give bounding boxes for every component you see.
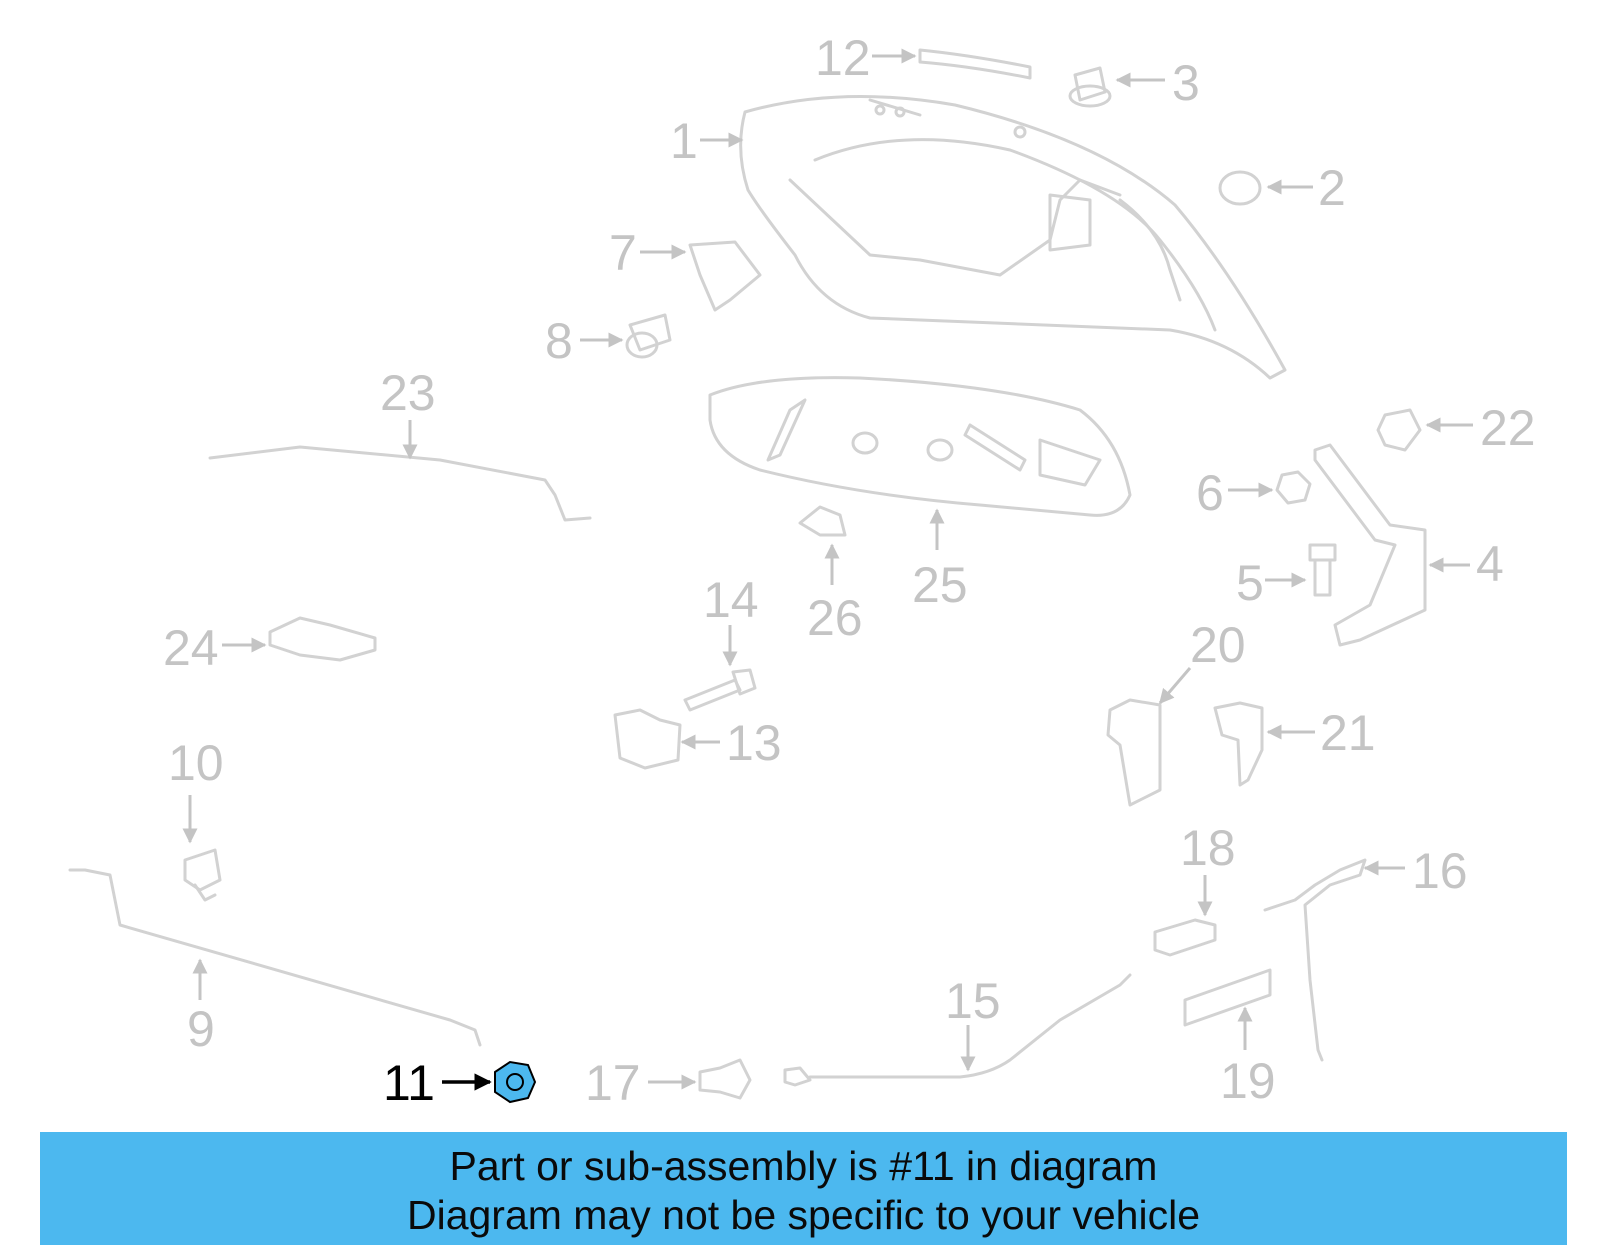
part-nut-6	[1275, 470, 1312, 505]
callout-4: 4	[1428, 536, 1504, 592]
callout-24: 24	[163, 620, 267, 676]
banner-part-line: Part or sub-assembly is #11 in diagram	[449, 1143, 1158, 1189]
svg-text:12: 12	[815, 30, 871, 86]
part-bolt-5	[1308, 543, 1337, 597]
callout-3: 3	[1115, 55, 1200, 111]
callout-8: 8	[545, 313, 624, 369]
part-pad-18	[1153, 918, 1217, 957]
part-bracket-7	[688, 240, 762, 312]
svg-text:3: 3	[1172, 55, 1200, 111]
svg-text:24: 24	[163, 620, 219, 676]
callout-6: 6	[1196, 465, 1274, 521]
svg-text:9: 9	[187, 1001, 215, 1057]
svg-text:6: 6	[1196, 465, 1224, 521]
callout-10: 10	[168, 735, 224, 844]
part-bumper-3	[1068, 66, 1112, 108]
callout-7: 7	[609, 225, 687, 281]
part-bracket-21	[1213, 701, 1264, 787]
part-pad-19	[1183, 968, 1272, 1027]
part-clip-10	[183, 848, 222, 902]
part-release-cable	[783, 973, 1132, 1087]
part-bracket-20	[1106, 698, 1162, 807]
callout-5: 5	[1236, 555, 1307, 611]
svg-text:20: 20	[1190, 617, 1246, 673]
svg-text:1: 1	[670, 113, 698, 169]
svg-text:4: 4	[1476, 536, 1504, 592]
callout-14: 14	[703, 572, 759, 667]
callout-11-highlighted: 11	[383, 1055, 492, 1111]
part-clip-8	[625, 313, 672, 359]
callout-2: 2	[1266, 160, 1346, 216]
part-handle-cable	[1263, 858, 1367, 1062]
svg-text:22: 22	[1480, 400, 1536, 456]
part-bracket-24	[268, 616, 377, 662]
part-bolt-14	[683, 668, 757, 712]
callout-9: 9	[187, 958, 215, 1057]
svg-text:25: 25	[912, 557, 968, 613]
svg-text:18: 18	[1180, 820, 1236, 876]
part-nut-11-highlighted	[494, 1060, 537, 1104]
svg-text:7: 7	[609, 225, 637, 281]
part-hood-panel	[739, 95, 1287, 380]
callout-23: 23	[380, 365, 436, 460]
callout-25: 25	[912, 508, 968, 613]
part-clip-17	[698, 1058, 752, 1100]
part-latch	[613, 708, 682, 770]
svg-text:19: 19	[1220, 1053, 1276, 1109]
svg-text:26: 26	[807, 590, 863, 646]
callout-21: 21	[1266, 705, 1376, 761]
part-insulator	[708, 376, 1132, 517]
part-plug-22	[1376, 408, 1422, 452]
svg-text:10: 10	[168, 735, 224, 791]
part-clip-26	[798, 505, 847, 537]
part-weatherstrip	[918, 48, 1032, 80]
callout-22: 22	[1425, 400, 1536, 456]
svg-text:5: 5	[1236, 555, 1264, 611]
callout-1: 1	[670, 113, 744, 169]
callout-16: 16	[1363, 843, 1468, 899]
svg-text:8: 8	[545, 313, 573, 369]
info-banner: Part or sub-assembly is #11 in diagram D…	[40, 1132, 1567, 1245]
svg-text:17: 17	[585, 1055, 641, 1111]
callout-19: 19	[1220, 1006, 1276, 1109]
svg-text:11: 11	[383, 1055, 435, 1111]
callout-13: 13	[680, 715, 782, 771]
callout-20: 20	[1158, 617, 1246, 705]
svg-text:16: 16	[1412, 843, 1468, 899]
part-bumper-2	[1218, 170, 1262, 206]
callout-17: 17	[585, 1055, 697, 1111]
svg-text:15: 15	[945, 973, 1001, 1029]
part-release-rod	[68, 868, 482, 1047]
svg-text:13: 13	[726, 715, 782, 771]
callout-18: 18	[1180, 820, 1236, 917]
svg-text:23: 23	[380, 365, 436, 421]
svg-text:14: 14	[703, 572, 759, 628]
callout-12: 12	[815, 30, 917, 86]
callout-26: 26	[807, 543, 863, 646]
part-hinge	[1313, 443, 1427, 647]
part-prop-rod	[208, 445, 592, 522]
svg-text:21: 21	[1320, 705, 1376, 761]
svg-text:2: 2	[1318, 160, 1346, 216]
callout-15: 15	[945, 973, 1001, 1072]
banner-disclaimer-line: Diagram may not be specific to your vehi…	[406, 1192, 1200, 1238]
